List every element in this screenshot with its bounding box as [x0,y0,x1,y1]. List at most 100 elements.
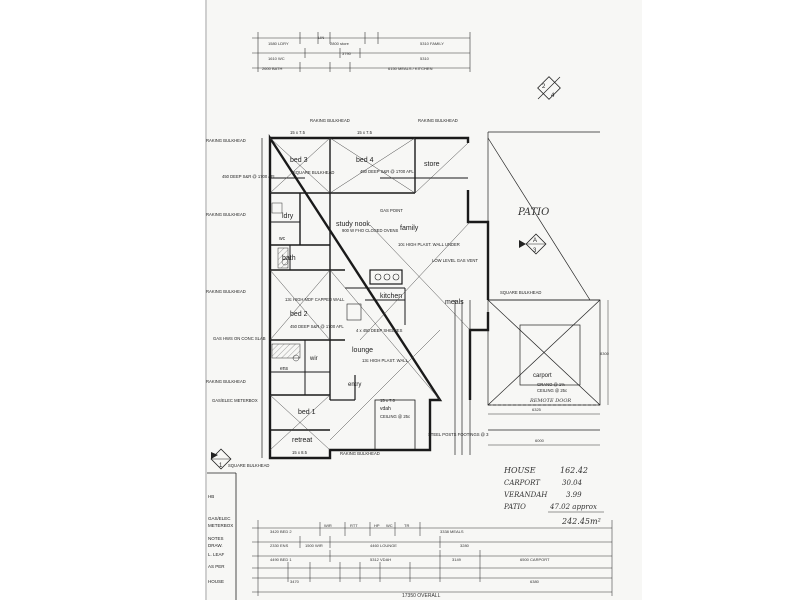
bottom-dim-tr: TR [404,523,409,528]
section-mark-1: 1 [210,448,232,470]
area-label-patio: PATIO [503,503,526,511]
bottom-dim-ens: 2330 ENS [270,543,289,548]
dim-6000: 6000 [535,438,545,443]
note-bed-size-3: 15 x 7.5 [290,130,306,135]
bottom-dim-overall: 17350 OVERALL [402,593,441,599]
wet-area-hatching [271,202,301,362]
legend-7: HOUSE [208,579,224,584]
room-wc: wc [279,236,286,242]
area-value-house: 162.42 [560,466,588,475]
dim-8300: 8300 [600,351,610,356]
note-retreat-size: 15 x 8.5 [292,450,308,455]
bottom-dim-carport: 6500 CARPORT [520,557,550,562]
legend-5: L. LEAF [208,552,225,557]
note-gas-vent: LOW LEVEL GAS VENT [432,258,478,263]
note-raking-bulkhead-top2: RAKING BULKHEAD [418,118,458,123]
top-dim-3790: 3790 [342,51,352,56]
area-schedule: HOUSE 162.42 CARPORT 30.04 VERANDAH 3.99… [503,466,604,526]
area-value-patio: 47.02 approx [549,503,597,511]
bottom-dim-wir2: 1500 WIR [305,543,323,548]
room-bed3: bed 3 [290,157,308,164]
bottom-dimension-strings [252,520,613,596]
area-value-carport: 30.04 [562,479,582,487]
area-value-verandah: 3.99 [566,491,582,499]
bottom-dim-6380: 6380 [530,579,540,584]
top-dim-family: 5310 FAMILY [420,41,444,46]
room-retreat: retreat [292,437,312,444]
bottom-dim-hp: HP [374,523,380,528]
note-mdf-wall: 13c HIGH MDF CAPPED WALL [285,297,345,302]
top-dim-meals-kitchen: 6150 MEALS / KITCHEN [388,66,433,71]
left-legend: HB GAS/ELEC METERBOX NOTES DRAW. L. LEAF… [207,472,237,600]
carport-outline [454,299,601,455]
note-square-bulkhead-bed3: SQUARE BULKHEAD [293,170,334,175]
bottom-dim-3280: 3280 [460,543,470,548]
section-mark-a-3: A 3 [519,233,547,255]
note-vdah-size: 15 x 7.0 [380,398,396,403]
note-raking-bulkhead-left3: RAKING BULKHEAD [206,289,246,294]
note-square-bulkhead-bottom: SQUARE BULKHEAD [228,463,269,468]
room-bed4: bed 4 [356,157,374,164]
right-dimensions [488,300,609,446]
dim-6325: 6325 [532,407,542,412]
room-bed1: bed 1 [298,409,316,416]
note-gas-hws: GAS HWS ON CONC SLAB [213,336,266,341]
top-dim-bath: 2600 BATH [262,66,282,71]
note-bed-size-4: 15 x 7.5 [357,130,373,135]
room-patio: PATIO [517,207,549,218]
area-label-carport: CARPORT [504,479,541,487]
top-dim-wc: 1610 WC [268,56,285,61]
note-oven: 900 W FHO CLOSED OVENS [342,228,399,233]
note-square-bulkhead-right: SQUARE BULKHEAD [500,290,541,295]
bottom-dim-3149: 3149 [452,557,462,562]
note-lounge-wall: 13c HIGH PLAST. WALL [362,358,409,363]
room-bath: bath [282,255,296,262]
top-dim-store: 2800 store [330,41,350,46]
bulkhead-diagonals [269,137,471,451]
top-dim-5310: 5310 [420,56,430,61]
note-remote-door: REMOTE DOOR [529,398,571,404]
note-carport-ceiling: CEILING @ 25c [537,388,567,393]
note-capped-wall: 10c HIGH PLAST. WALL UNDER [398,242,460,247]
note-raking-bulkhead-left4: RAKING BULKHEAD [206,379,246,384]
bottom-dim-3470: 3470 [290,579,300,584]
room-lounge: lounge [352,347,373,354]
room-vdah: vdah [380,406,391,412]
room-study-nook: study nook [336,221,370,228]
room-entry: entry [348,382,361,388]
bottom-dim-vdah: 5312 VDAH [370,557,391,562]
bottom-dim-bed2: 3420 BED 2 [270,529,292,534]
note-pantry-shelves: 4 x 450 DEEP SHELVES [356,328,403,333]
legend-2: METERBOX [208,523,233,528]
bottom-dim-meals: 3338 MEALS [440,529,464,534]
bottom-dim-wir: WIR [324,523,332,528]
room-meals: meals [445,299,464,306]
top-dimension-strings [252,32,471,72]
sheet-edge [205,0,207,600]
room-family: family [400,225,419,232]
legend-6: AS PER [208,564,225,569]
bottom-dim-rtt: RTT [350,523,358,528]
legend-1: GAS/ELEC [208,516,231,521]
area-label-verandah: VERANDAH [504,491,548,499]
room-store: store [424,161,440,168]
room-ens: ens [280,366,289,372]
room-bed2: bed 2 [290,311,308,318]
legend-4: DRAW. [208,543,223,548]
section-mark-top-label: 2 [542,84,546,90]
top-dim-lin: LIN [318,35,324,40]
bottom-dim-lounge: 4460 LOUNGE [370,543,397,548]
note-raking-bulkhead-bottom: RAKING BULKHEAD [340,451,380,456]
room-kitchen: kitchen [380,293,402,300]
note-raking-bulkhead-left1: RAKING BULKHEAD [206,138,246,143]
area-label-house: HOUSE [503,466,536,475]
section-mark-bottom-label: 4 [551,93,555,99]
note-gas-meter: GAS/ELEC METERBOX [212,398,258,403]
top-dim-ldry: 1580 LDRY [268,41,289,46]
note-shelf-bed2: 450 DEEP S&R @ 1700 AFL [290,324,344,329]
note-raking-bulkhead-top: RAKING BULKHEAD [310,118,350,123]
bottom-dim-wc: WC [386,523,393,528]
section-mark-right-bottom: 3 [533,248,537,254]
